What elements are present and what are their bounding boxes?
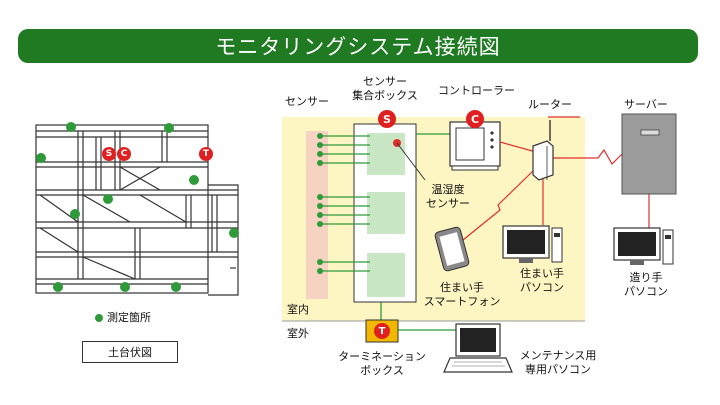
controller-device [449, 121, 501, 171]
maintenance-label-line2: 専用パソコン [525, 363, 591, 376]
resident-phone-label: 住まい手 スマートフォン [420, 281, 504, 309]
legend-label: 測定箇所 [107, 311, 151, 324]
builder-pc-label-line1: 造り手 [629, 271, 663, 284]
termination-label-line2: ボックス [360, 364, 404, 377]
resident-pc-label: 住まい手 パソコン [512, 267, 572, 295]
temp-sensor-label: 温湿度 センサー [418, 183, 478, 211]
server-label: サーバー [624, 98, 668, 111]
sensor-board-1 [367, 133, 405, 175]
termination-label-line1: ターミネーション [338, 350, 426, 363]
temp-leader-line [396, 142, 426, 181]
marker-t-diagram: T [374, 323, 390, 339]
builder-pc-device [613, 227, 674, 265]
marker-c-diagram: C [466, 110, 484, 128]
termination-box-label: ターミネーション ボックス [330, 350, 434, 378]
server-device [621, 113, 677, 195]
maintenance-label-line1: メンテナンス用 [519, 349, 597, 362]
sensor-board-2 [367, 192, 405, 234]
controller-label: コントローラー [438, 84, 515, 97]
network-wires [462, 116, 650, 241]
builder-pc-label-line2: パソコン [624, 285, 668, 298]
maintenance-laptop [443, 323, 513, 373]
sensor-box-label: センサー 集合ボックス [348, 75, 422, 103]
page-title: モニタリングシステム接続図 [18, 29, 698, 63]
indoor-label: 室内 [287, 303, 309, 316]
builder-pc-label: 造り手 パソコン [616, 271, 676, 299]
marker-t-plan: T [199, 147, 213, 161]
marker-c-plan: C [117, 147, 131, 161]
resident-pc-device [502, 225, 563, 263]
floor-plan-title: 土台伏図 [82, 341, 178, 363]
marker-s-diagram: S [378, 110, 396, 128]
smartphone-device [434, 226, 470, 272]
resident-pc-label-line1: 住まい手 [520, 267, 564, 280]
sensor-dots [317, 133, 323, 274]
maintenance-pc-label: メンテナンス用 専用パソコン [512, 349, 604, 377]
outdoor-label: 室外 [287, 327, 309, 340]
router-label: ルーター [528, 98, 572, 111]
resident-phone-label-line1: 住まい手 [440, 281, 484, 294]
sensor-box-label-line2: 集合ボックス [352, 89, 418, 102]
sensor-board-3 [367, 253, 405, 297]
sensor-label: センサー [285, 95, 329, 108]
measurement-points [36, 122, 239, 292]
sensor-box-label-line1: センサー [363, 75, 407, 88]
marker-s-plan: S [102, 147, 116, 161]
router-device [532, 120, 554, 181]
temp-sensor-label-line2: センサー [426, 197, 470, 210]
floor-plan [35, 124, 239, 296]
resident-phone-label-line2: スマートフォン [423, 295, 501, 308]
resident-pc-label-line2: パソコン [520, 281, 564, 294]
temp-sensor-label-line1: 温湿度 [431, 183, 465, 196]
legend-dot [95, 314, 103, 322]
